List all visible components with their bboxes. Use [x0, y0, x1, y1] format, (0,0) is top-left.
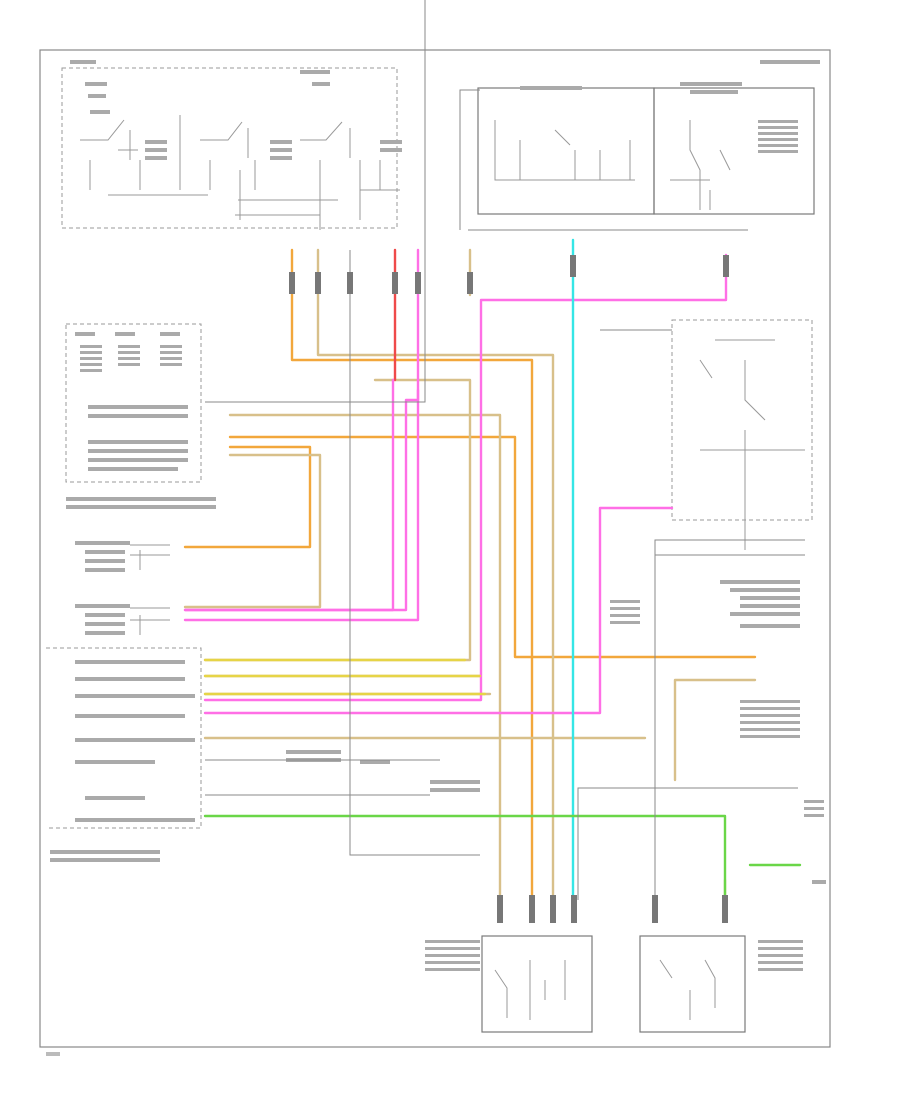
wire-tan-3 — [228, 413, 502, 912]
bottom-module-left — [481, 935, 593, 1033]
module-box-right-middle — [671, 319, 813, 521]
wire-tan-5 — [203, 674, 492, 696]
bottom-module-internals — [494, 959, 716, 1020]
top-connectors — [289, 255, 729, 294]
wire-green-1 — [203, 814, 727, 913]
fuse-block-top-left — [61, 67, 398, 229]
wire-tan-2 — [183, 453, 322, 609]
wire-grey-1 — [205, 0, 805, 910]
wire-tan-6 — [673, 678, 757, 782]
module-box-top-right — [653, 87, 815, 215]
rear-washer-motor — [75, 604, 170, 635]
lower-connector-labels — [50, 660, 195, 862]
front-washer-motor — [75, 541, 170, 572]
wire-pink-5 — [183, 388, 420, 622]
module-box-top-center — [477, 87, 655, 215]
module-bus-line — [459, 89, 748, 231]
diagram-frame — [39, 49, 831, 1048]
right-middle-internals — [699, 339, 805, 550]
wire-pink-4 — [183, 378, 395, 612]
wire-orange-3 — [183, 445, 312, 549]
wire-orange-2 — [228, 435, 757, 659]
front-control-module-block — [65, 323, 202, 483]
wire-tan-1 — [316, 248, 555, 912]
bottom-module-right — [639, 935, 746, 1033]
relay-group-top-left — [80, 115, 400, 230]
fuse-labels-top-left — [70, 60, 402, 160]
wire-pink-3 — [203, 506, 674, 715]
module-internals — [494, 120, 731, 210]
footer-code-box — [46, 1052, 60, 1056]
wire-tan-4 — [203, 378, 472, 662]
right-side-labels — [286, 580, 826, 884]
wire-yellow-1 — [203, 658, 487, 696]
module-labels — [520, 60, 820, 153]
wire-pink-2 — [203, 253, 728, 702]
bottom-module-labels — [425, 940, 803, 971]
lower-connector-block — [46, 647, 202, 829]
wire-orange-1 — [290, 248, 534, 912]
fcm-pin-labels — [66, 332, 216, 509]
wire-pink-1 — [183, 248, 420, 612]
bottom-connectors — [497, 895, 728, 923]
